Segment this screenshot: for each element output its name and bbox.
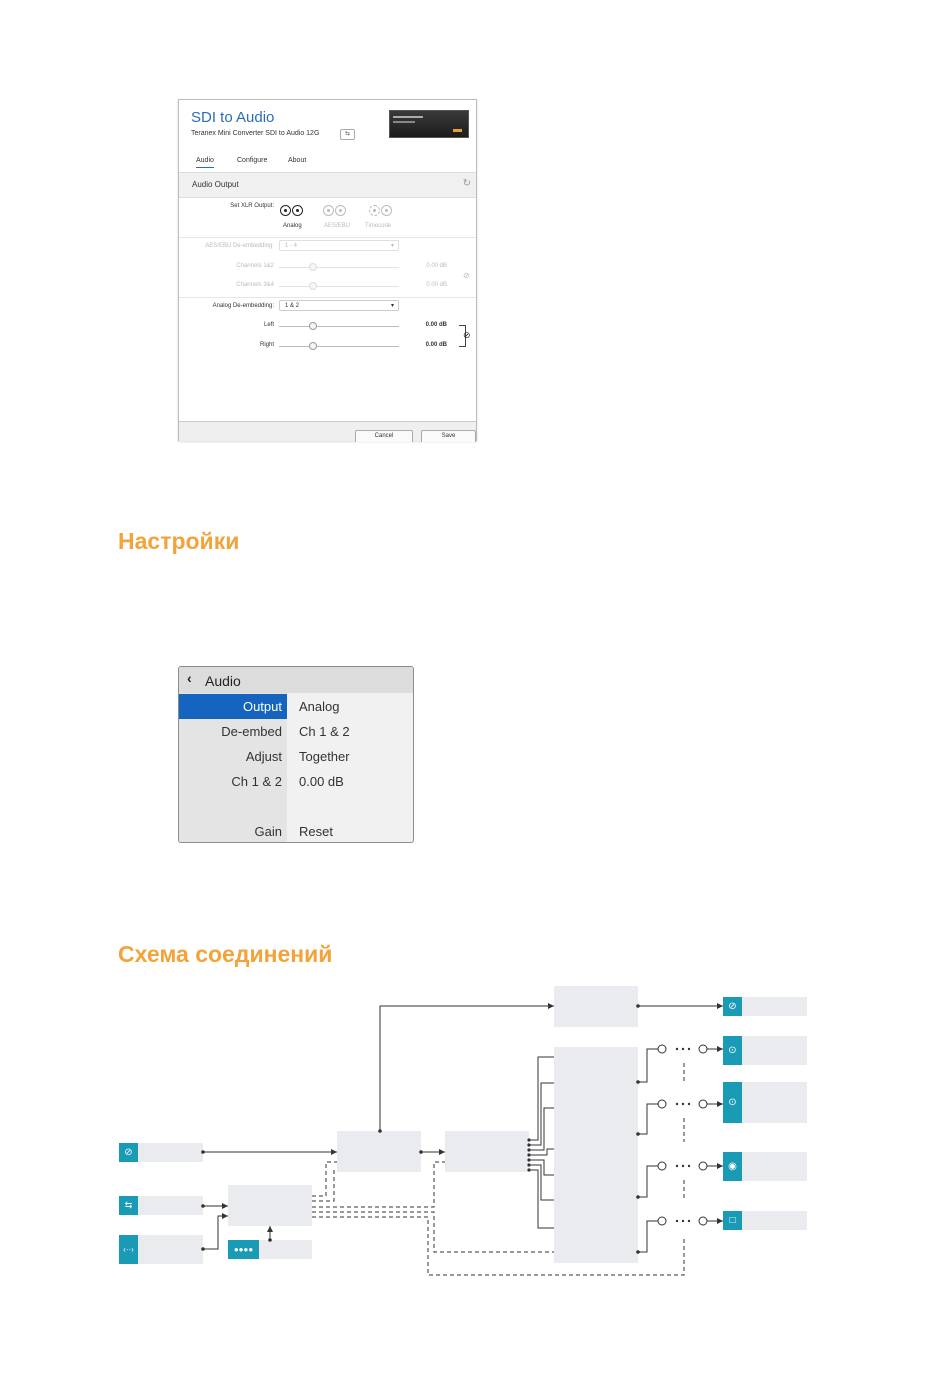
xlr-connector-icon (280, 205, 291, 216)
lcd-audio-menu: ‹ Audio Output Analog De-embed Ch 1 & 2 … (178, 666, 414, 843)
aes-ch12-slider[interactable] (279, 267, 399, 268)
aes-deembed-label: AES/EBU De-embedding: (205, 243, 274, 249)
left-value: 0.00 dB (425, 322, 447, 328)
section-heading-settings: Настройки (118, 528, 240, 554)
setup-utility-window: SDI to Audio Teranex Mini Converter SDI … (178, 99, 477, 442)
xlr-connector-icon (381, 205, 392, 216)
right-label: Right (259, 342, 274, 348)
lcd-menu-title: Audio (205, 673, 241, 689)
xlr-output-label: Set XLR Output: (230, 203, 274, 209)
aes-deembed-select[interactable]: 1 - 4 ▾ (279, 240, 399, 251)
tab-configure[interactable]: Configure (237, 157, 268, 164)
aes-ch34-label: Channels 3&4 (236, 282, 274, 288)
sdi-connector-icon: ⊘ (723, 997, 742, 1016)
window-title: SDI to Audio (191, 109, 275, 126)
rca-connector-icon: ◉ (723, 1152, 742, 1181)
link-icon[interactable]: ⊘ (463, 330, 471, 340)
lcd-row-value: 0.00 dB (299, 774, 344, 789)
slider-knob[interactable] (309, 342, 317, 350)
lcd-row-adjust[interactable]: Adjust Together (179, 744, 413, 769)
lcd-row-value: Together (299, 749, 350, 764)
aes-ch12-value: 0.00 dB (426, 263, 447, 269)
xlr-aes-label: AES/EBU (324, 223, 351, 229)
lcd-row-key: Ch 1 & 2 (231, 774, 282, 789)
chevron-down-icon: ▾ (390, 243, 394, 249)
audio-output-section-header: Audio Output ↻ (179, 172, 476, 198)
section-heading-diagram: Схема соединений (118, 941, 333, 967)
diagram-box-control (228, 1185, 312, 1226)
device-name: Teranex Mini Converter SDI to Audio 12G (191, 130, 320, 137)
left-label: Left (263, 322, 274, 328)
xlr-connector-icon (369, 205, 380, 216)
analog-deembed-label: Analog De-embedding: (212, 303, 274, 309)
device-thumbnail (389, 110, 469, 138)
xlr-timecode-option[interactable] (369, 203, 392, 221)
right-slider[interactable] (279, 346, 399, 347)
lcd-menu-header: ‹ Audio (179, 667, 413, 693)
usb-icon: ⇆ (340, 129, 355, 140)
lcd-row-key: Gain (254, 824, 282, 839)
link-icon[interactable]: ⊘ (463, 271, 470, 280)
right-value: 0.00 dB (425, 342, 447, 348)
aes-deembed-value: 1 - 4 (285, 243, 298, 249)
sdi-connector-icon: ⊘ (119, 1143, 138, 1162)
front-panel-buttons-icon: ●●●● (228, 1240, 259, 1259)
diagram-box-audio-output (554, 1047, 638, 1263)
tab-about[interactable]: About (288, 157, 307, 164)
cancel-button[interactable]: Cancel (355, 430, 413, 442)
save-button[interactable]: Save (421, 430, 476, 442)
lcd-row-ch12[interactable]: Ch 1 & 2 0.00 dB (179, 769, 413, 794)
chevron-down-icon: ▾ (390, 303, 394, 309)
timecode-output-box (723, 1211, 807, 1230)
lcd-row-gain[interactable]: Gain Reset (179, 819, 413, 842)
xlr-aes-option[interactable] (323, 203, 346, 221)
aes-ch12-label: Channels 1&2 (236, 263, 274, 269)
diagram-box-top (554, 986, 638, 1027)
link-bracket (459, 325, 466, 347)
xlr-connector-icon (323, 205, 334, 216)
lcd-row-deembed[interactable]: De-embed Ch 1 & 2 (179, 719, 413, 744)
window-footer: Cancel Save (179, 421, 476, 442)
tab-audio[interactable]: Audio (196, 157, 214, 168)
divider (179, 297, 476, 298)
section-title: Audio Output (192, 180, 239, 189)
sdi-input-box (119, 1143, 203, 1162)
lcd-row-value: Ch 1 & 2 (299, 724, 350, 739)
slider-knob[interactable] (309, 322, 317, 330)
aes-ch34-value: 0.00 dB (426, 282, 447, 288)
xlr-timecode-label: Timecode (365, 223, 392, 229)
lcd-row-key: De-embed (221, 724, 282, 739)
analog-deembed-select[interactable]: 1 & 2 ▾ (279, 300, 399, 311)
reset-icon[interactable]: ↻ (462, 178, 471, 189)
xlr-analog-label: Analog (283, 223, 302, 229)
xlr-connector-icon: ⊙ (723, 1036, 742, 1065)
aes-ch34-slider[interactable] (279, 286, 399, 287)
lcd-row-value: Analog (299, 699, 340, 714)
xlr-connector-icon (335, 205, 346, 216)
ethernet-icon: ‹··› (119, 1235, 138, 1264)
analog-deembed-value: 1 & 2 (285, 303, 300, 309)
diagram-box-deembed (445, 1131, 529, 1172)
lcd-row-key: Output (242, 699, 282, 714)
usb-icon: ⇆ (119, 1196, 138, 1215)
lcd-row-key: Adjust (245, 749, 282, 764)
chevron-left-icon[interactable]: ‹ (187, 670, 192, 686)
divider (179, 237, 476, 238)
xlr-connector-icon: ⊙ (723, 1082, 742, 1123)
sdi-loop-output-box (723, 997, 807, 1016)
lcd-row-value: Reset (299, 824, 333, 839)
lcd-row-output[interactable]: Output Analog (179, 694, 413, 719)
xlr-analog-option[interactable] (280, 203, 303, 221)
diagram-box-sdi-rx (337, 1131, 421, 1172)
xlr-connector-icon (292, 205, 303, 216)
usb-input-box (119, 1196, 203, 1215)
timecode-connector-icon: □ (723, 1211, 742, 1230)
left-slider[interactable] (279, 326, 399, 327)
slider-knob[interactable] (309, 263, 317, 271)
slider-knob[interactable] (309, 282, 317, 290)
